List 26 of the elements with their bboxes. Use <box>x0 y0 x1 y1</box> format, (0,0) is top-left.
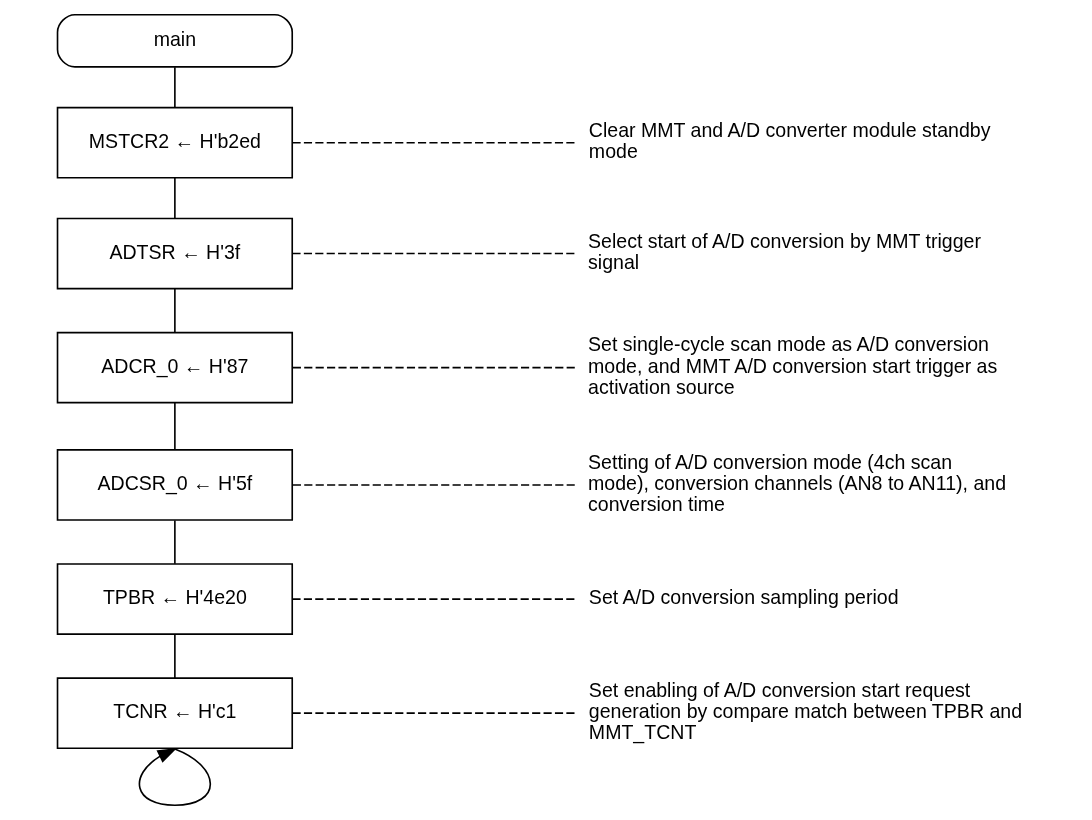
node-text: Setting of A/D conversion mode (4ch scan mode), conversion channels (AN8 to AN11), and conversion time <box>587 450 1006 516</box>
connector <box>291 484 576 486</box>
connector <box>173 288 176 334</box>
node-box: TCNR ← H'c1 <box>56 677 293 750</box>
node-text: Set single-cycle scan mode as A/D conversion mode, and MMT A/D conversion start trigger as activation source <box>587 333 997 398</box>
node-box: MSTCR2 ← H'b2ed <box>56 106 293 179</box>
node-text: Clear MMT and A/D converter module standby mode <box>588 119 990 163</box>
connector <box>291 252 576 255</box>
node-text: Select start of A/D conversion by MMT trigger signal <box>587 229 981 274</box>
node-box: TPBR ← H'4e20 <box>56 563 293 635</box>
node-box: ADCR_0 ← H'87 <box>56 331 293 404</box>
connector <box>173 402 176 451</box>
node-box: ADTSR ← H'3f <box>56 217 293 290</box>
connector <box>291 141 576 144</box>
connector <box>291 598 576 600</box>
node-text: Set A/D conversion sampling period <box>588 586 899 609</box>
arrow <box>138 747 211 807</box>
node-box: ADCSR_0 ← H'5f <box>56 449 293 521</box>
connector <box>291 366 576 369</box>
connector <box>173 633 176 679</box>
connector <box>173 66 176 109</box>
connector <box>173 176 176 219</box>
connector <box>173 519 176 565</box>
node-text: Set enabling of A/D conversion start request generation by compare match between TPBR and MMT_TCNT <box>588 679 1022 744</box>
node-box: main <box>56 13 293 68</box>
connector <box>291 712 576 714</box>
